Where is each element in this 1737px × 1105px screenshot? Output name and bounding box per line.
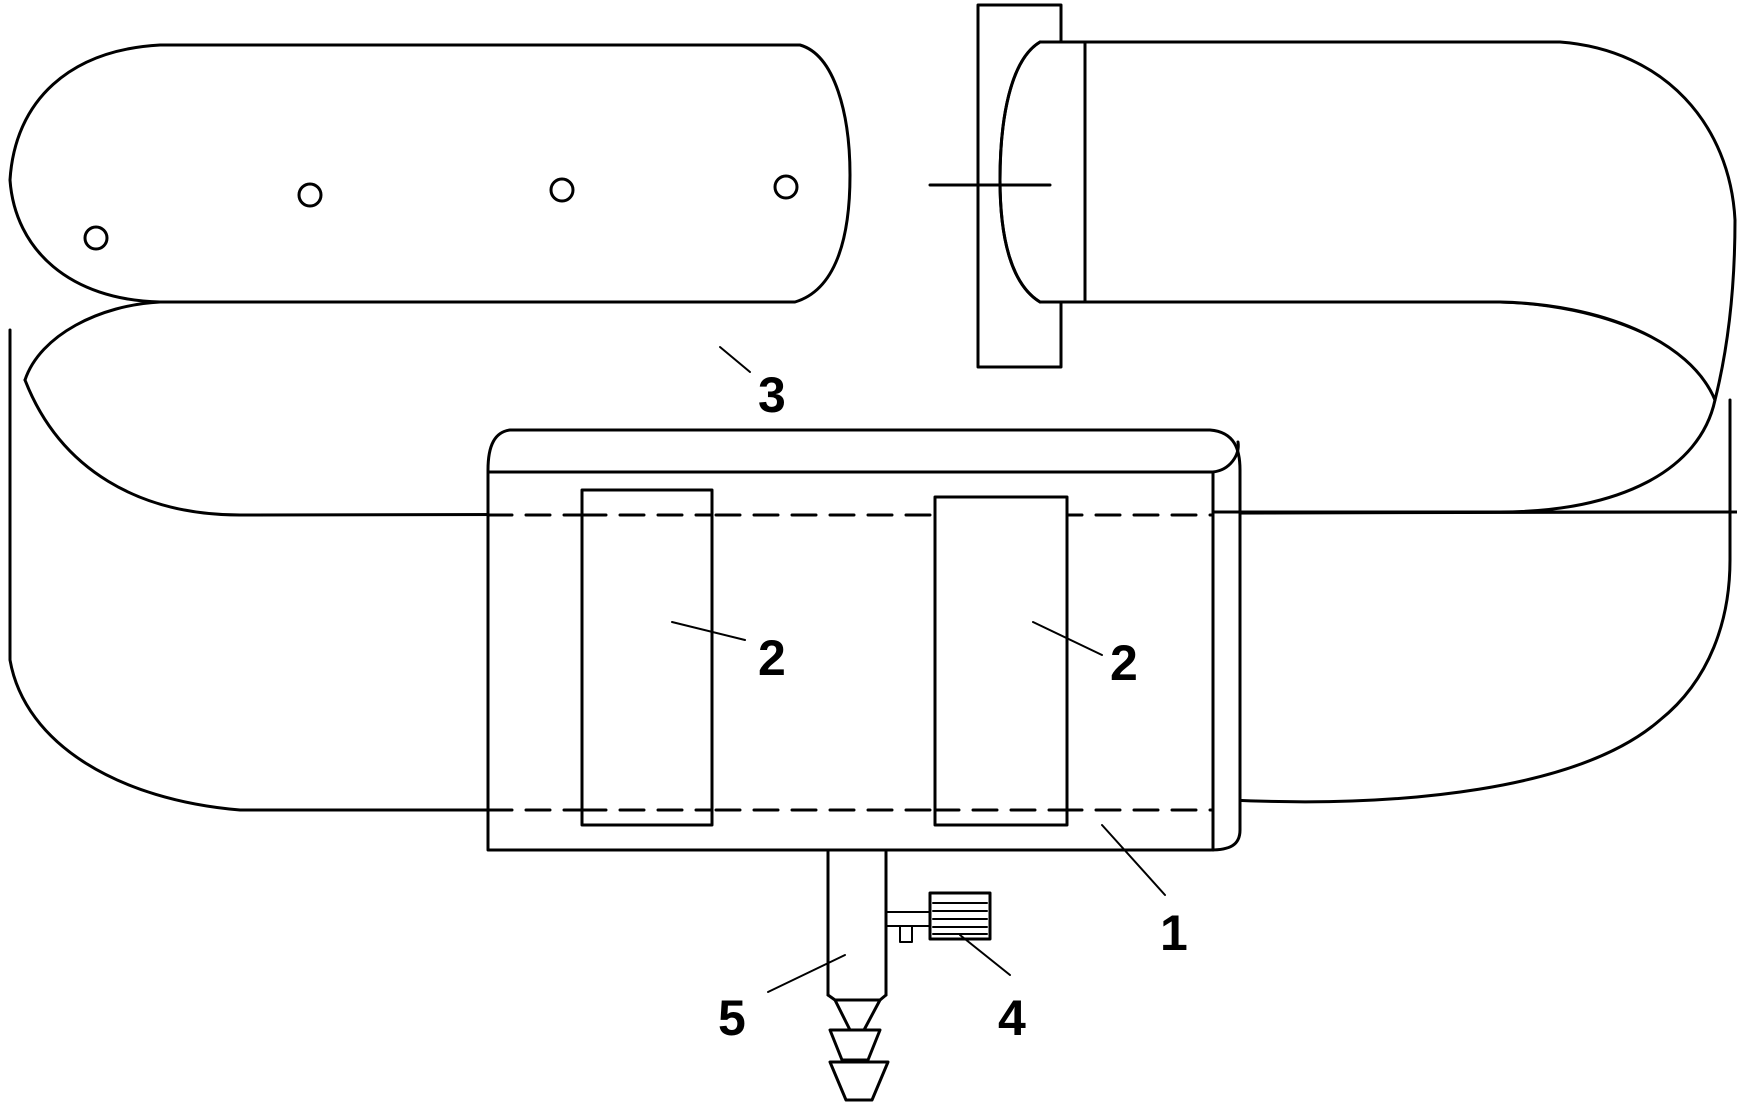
strap-hole-2 bbox=[297, 182, 323, 208]
label-device-body: 1 bbox=[1160, 905, 1188, 961]
strap-right-end bbox=[928, 3, 1737, 402]
label-outlet: 5 bbox=[718, 990, 746, 1046]
strap-hole-3 bbox=[549, 177, 575, 203]
strap-left-end bbox=[8, 43, 852, 304]
label-strap: 3 bbox=[758, 367, 786, 423]
label-switch: 4 bbox=[998, 990, 1026, 1046]
strap-hole-4 bbox=[773, 174, 799, 200]
electrode-left bbox=[580, 488, 714, 827]
label-electrode-right: 2 bbox=[1110, 635, 1138, 691]
label-electrode-left: 2 bbox=[758, 630, 786, 686]
outlet-nozzle bbox=[826, 850, 890, 1102]
leader-lines bbox=[671, 346, 1166, 993]
switch bbox=[885, 891, 992, 943]
electrode-right bbox=[933, 495, 1069, 827]
strap-hole-1 bbox=[83, 225, 109, 251]
